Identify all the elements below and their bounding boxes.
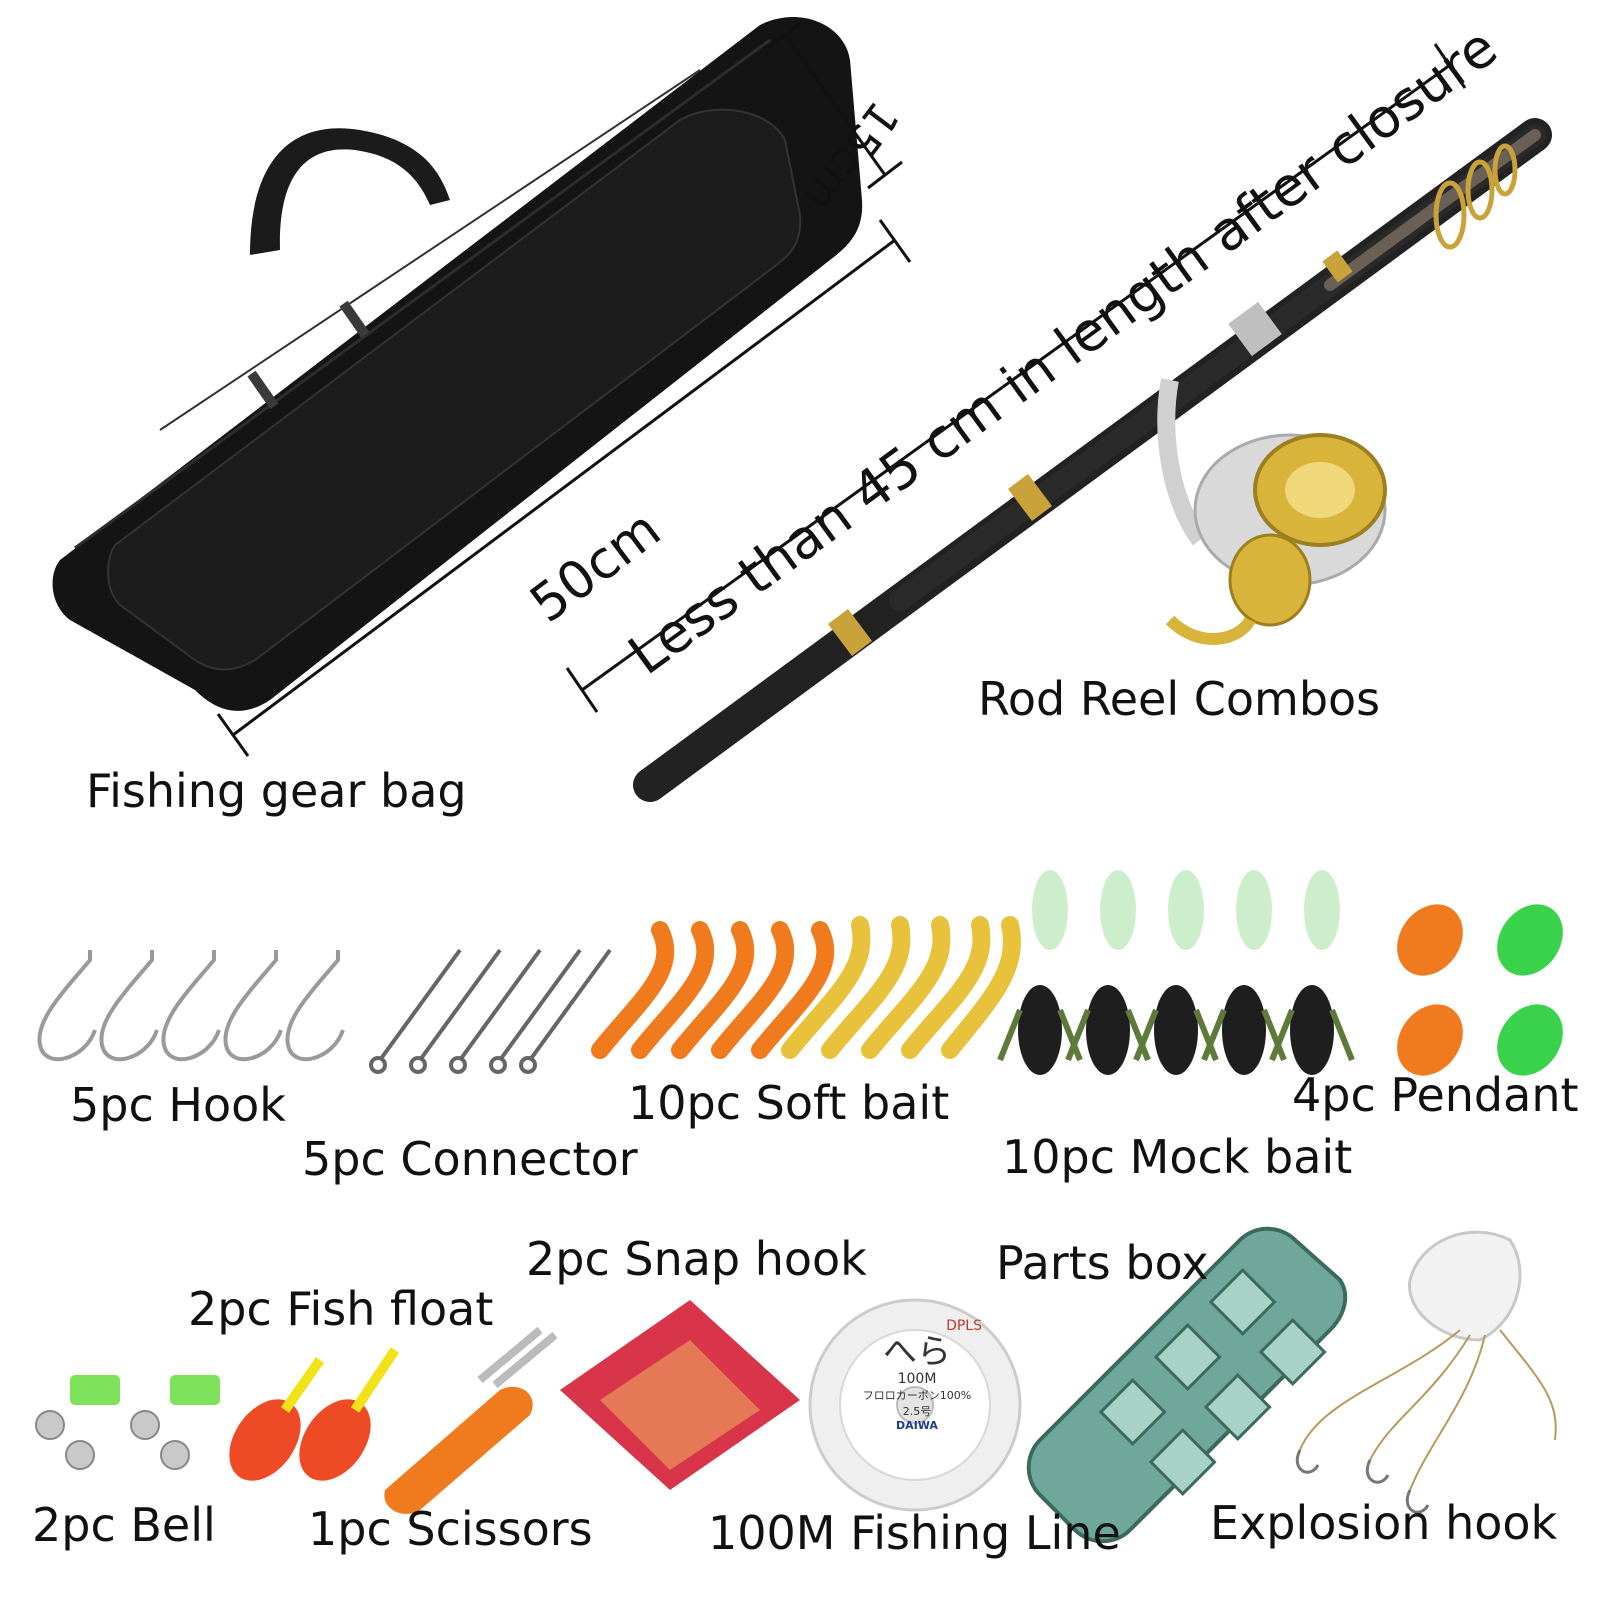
hooks-image	[37, 950, 345, 1062]
spool-material: フロロカーボン100%	[862, 1389, 972, 1403]
floats-image	[229, 1347, 400, 1481]
rod-reel-label: Rod Reel Combos	[978, 672, 1381, 726]
rod-reel-image	[633, 118, 1552, 802]
gear-bag-image	[52, 17, 863, 711]
bell-label: 2pc Bell	[32, 1498, 216, 1552]
parts-box-image	[1026, 1226, 1348, 1544]
explosion-hook-image	[1295, 1230, 1557, 1514]
mock-bait-image	[997, 870, 1355, 1075]
fishing-line-spool-image	[808, 1298, 1022, 1512]
mock-bait-label: 10pc Mock bait	[1002, 1130, 1353, 1184]
hook-label: 5pc Hook	[70, 1078, 286, 1132]
pendants-image	[1397, 904, 1563, 1076]
spool-kana: へら	[883, 1332, 951, 1372]
soft-bait-image	[591, 916, 1021, 1059]
scissors-image	[384, 1326, 558, 1514]
dimension-lines	[216, 20, 1467, 757]
bells-image	[35, 1375, 220, 1470]
fishing-line-label: 100M Fishing Line	[708, 1506, 1121, 1560]
connector-label: 5pc Connector	[302, 1132, 638, 1186]
snap-hook-label: 2pc Snap hook	[526, 1232, 867, 1286]
pendant-label: 4pc Pendant	[1292, 1068, 1579, 1122]
spool-print: DPLS へら 100M フロロカーボン100% 2.5号 DAIWA	[852, 1318, 982, 1432]
spool-size: 2.5号	[902, 1405, 932, 1419]
scissors-label: 1pc Scissors	[308, 1502, 593, 1556]
snap-hook-packet-image	[560, 1300, 800, 1490]
fish-float-label: 2pc Fish float	[188, 1282, 494, 1336]
parts-box-label: Parts box	[996, 1236, 1209, 1290]
explosion-hook-label: Explosion hook	[1210, 1496, 1558, 1550]
spool-length: 100M	[897, 1371, 937, 1388]
gear-bag-label: Fishing gear bag	[86, 764, 467, 818]
spool-brand: DPLS	[946, 1318, 982, 1334]
spool-maker: DAIWA	[896, 1419, 938, 1433]
connectors-image	[369, 948, 612, 1074]
soft-bait-label: 10pc Soft bait	[628, 1076, 950, 1130]
